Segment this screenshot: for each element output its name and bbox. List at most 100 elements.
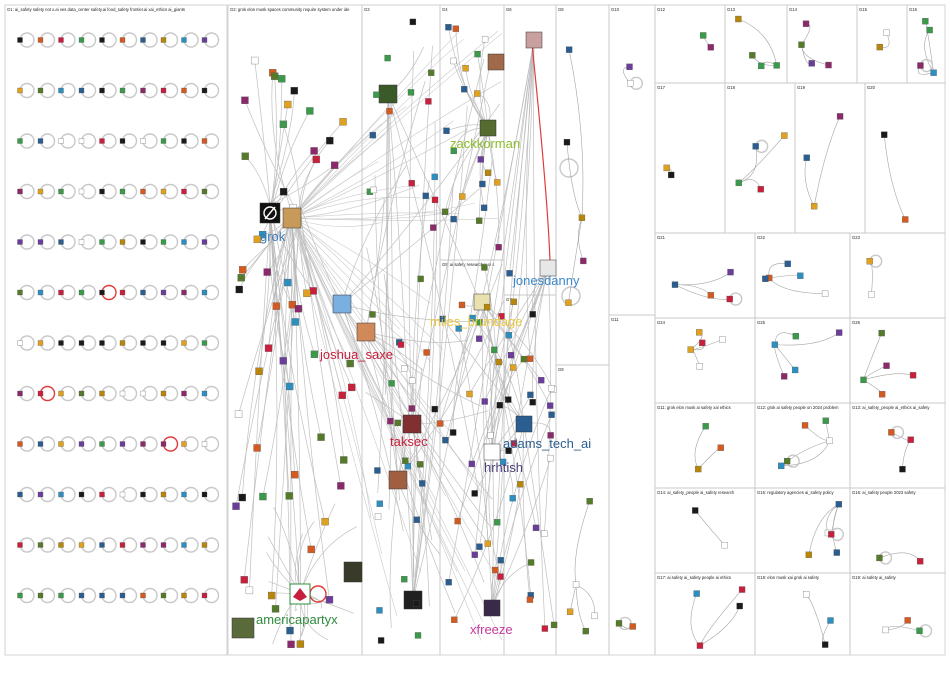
graph-node — [119, 542, 126, 548]
graph-edge — [469, 267, 549, 395]
graph-node — [735, 15, 742, 23]
graph-node — [827, 617, 834, 624]
graph-edge — [258, 217, 271, 372]
graph-node — [325, 596, 334, 604]
graph-node — [201, 340, 208, 346]
graph-node — [78, 592, 85, 599]
node-label-adams-tech-ai: adams_tech_ai — [503, 436, 591, 451]
graph-node — [181, 340, 187, 346]
graph-node — [268, 591, 276, 600]
graph-node — [826, 437, 833, 445]
graph-node — [140, 542, 146, 548]
graph-node — [454, 517, 461, 525]
node-label-grok: grok — [260, 229, 286, 244]
avatar-node — [343, 561, 363, 583]
graph-node — [833, 549, 840, 556]
graph-node — [37, 188, 44, 195]
graph-node — [78, 441, 85, 447]
graph-node — [835, 501, 842, 508]
graph-node — [876, 43, 883, 51]
graph-node — [474, 90, 481, 97]
graph-node — [181, 491, 187, 498]
graph-node — [695, 465, 702, 473]
graph-node — [253, 444, 261, 452]
graph-node — [374, 513, 382, 520]
graph-edge — [291, 38, 464, 219]
graph-node — [201, 239, 208, 245]
graph-edge — [291, 217, 443, 350]
graph-node — [264, 344, 273, 352]
graph-node — [294, 305, 303, 313]
graph-node — [479, 180, 486, 188]
graph-node — [417, 275, 424, 283]
graph-node — [497, 573, 504, 580]
graph-node — [78, 542, 85, 548]
graph-node — [546, 402, 554, 409]
group-label: G15: regulatory agencies ai_safety polic… — [757, 490, 834, 495]
graph-node — [517, 481, 524, 488]
graph-node — [201, 390, 208, 397]
graph-node — [291, 470, 299, 479]
graph-edge — [299, 159, 317, 206]
graph-node — [37, 239, 44, 245]
graph-edge — [387, 93, 479, 492]
graph-node — [17, 491, 23, 498]
graph-node — [550, 621, 558, 629]
group-box — [849, 317, 946, 404]
graph-node — [279, 120, 288, 128]
graph-node — [58, 441, 64, 447]
graph-node — [802, 20, 810, 27]
graph-node — [563, 139, 571, 146]
graph-node — [160, 592, 167, 599]
graph-node — [160, 239, 167, 245]
graph-edge — [457, 267, 549, 522]
graph-edge — [269, 217, 278, 596]
graph-node — [99, 239, 105, 245]
graph-edge — [291, 217, 400, 330]
graph-node — [58, 390, 64, 397]
graph-edge — [291, 184, 420, 219]
graph-node — [749, 52, 756, 59]
graph-node — [37, 491, 44, 498]
graph-node — [699, 339, 706, 347]
graph-node — [693, 590, 700, 597]
node-label-xfreeze: xfreeze — [470, 622, 513, 637]
group-label: G5: ai safety researcher ai s — [442, 262, 494, 267]
graph-node — [883, 362, 890, 369]
graph-node — [181, 390, 187, 397]
graph-node — [548, 385, 555, 392]
group-label: G14 — [789, 7, 798, 12]
graph-node — [572, 581, 580, 588]
graph-node — [181, 289, 187, 296]
graph-node — [459, 193, 466, 200]
graph-node — [373, 91, 380, 98]
group-label: G11 — [611, 317, 619, 322]
graph-edge — [566, 142, 583, 218]
graph-node — [119, 491, 126, 498]
graph-edge — [291, 202, 476, 220]
group-label: G26 — [852, 320, 861, 325]
graph-node — [582, 627, 589, 635]
graph-edge — [383, 273, 414, 601]
graph-edge — [291, 161, 379, 219]
graph-node — [916, 627, 923, 634]
graph-edge — [491, 358, 525, 453]
graph-node — [78, 491, 85, 498]
group-box — [654, 82, 726, 234]
graph-node — [828, 531, 835, 538]
graph-node — [388, 380, 395, 387]
graph-edge — [291, 217, 398, 616]
graph-node — [797, 272, 804, 279]
graph-node — [17, 390, 23, 397]
graph-node — [235, 285, 243, 294]
graph-node — [181, 592, 187, 599]
graph-node — [510, 298, 517, 305]
graph-node — [160, 37, 167, 43]
graph-node — [17, 289, 23, 296]
graph-edge — [674, 284, 712, 296]
graph-node — [140, 87, 146, 94]
group-label: G12: grok ai safety people on 2024 probl… — [757, 405, 839, 410]
graph-node — [441, 208, 449, 215]
graph-node — [687, 346, 694, 353]
graph-node — [160, 188, 167, 195]
